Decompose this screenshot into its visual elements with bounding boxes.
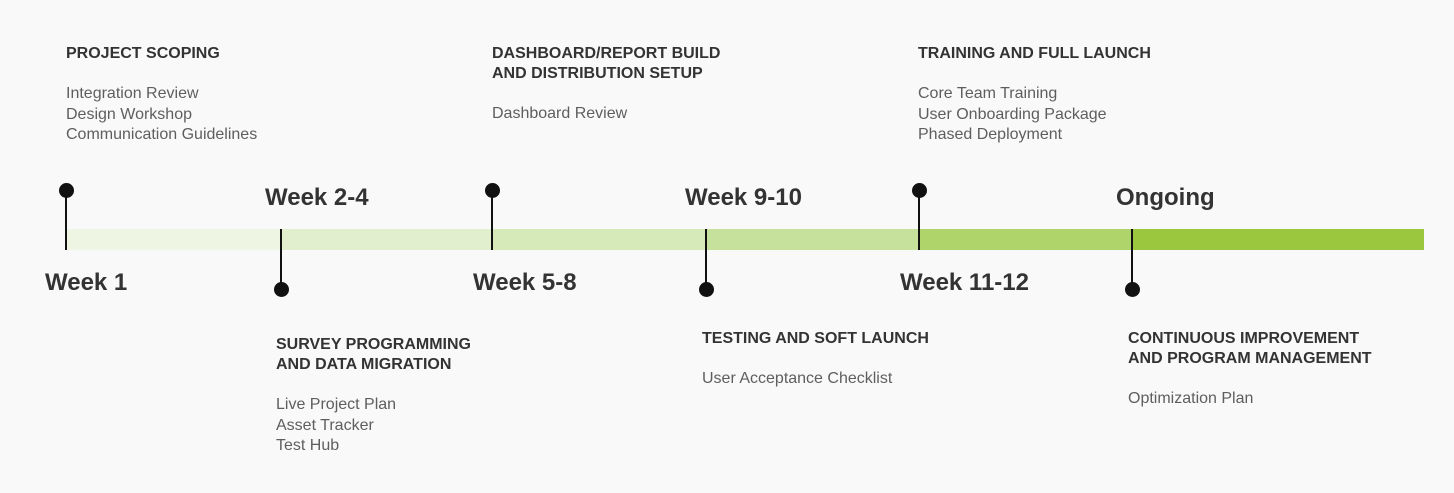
timeline-segment-2: [281, 229, 492, 250]
milestone-1-dot: [59, 183, 74, 198]
deliverable-item: Dashboard Review: [492, 105, 628, 122]
milestone-6-dot: [1125, 282, 1140, 297]
deliverable-item: Design Workshop: [66, 105, 192, 123]
milestone-4-stem: [705, 229, 707, 289]
milestone-2-week: Week 2-4: [265, 184, 369, 211]
milestone-3-phase: DASHBOARD/REPORT BUILD AND DISTRIBUTION …: [492, 44, 912, 125]
milestone-3-stem: [491, 191, 493, 250]
milestone-4-phase: TESTING AND SOFT LAUNCH User Acceptance …: [702, 329, 1122, 390]
deliverable-item: User Onboarding Package: [918, 105, 1107, 123]
timeline-segment-5: [919, 229, 1132, 250]
deliverable-item: Optimization Plan: [1128, 390, 1254, 407]
milestone-3-deliverables: Dashboard Review: [492, 104, 912, 125]
milestone-6-stem: [1131, 229, 1133, 289]
milestone-6-deliverables: Optimization Plan: [1128, 389, 1454, 410]
deliverable-item: User Acceptance Checklist: [702, 370, 893, 387]
milestone-5-week: Week 11-12: [900, 269, 1029, 296]
timeline-segment-6: [1132, 229, 1424, 250]
milestone-1-title: PROJECT SCOPING: [66, 45, 220, 62]
milestone-5-dot: [912, 183, 927, 198]
milestone-4-week: Week 9-10: [685, 184, 802, 211]
milestone-1-week: Week 1: [45, 269, 128, 296]
deliverable-item: Test Hub: [276, 437, 340, 454]
milestone-1-deliverables: Integration Review Design Workshop Commu…: [66, 84, 486, 146]
deliverable-item: Communication Guidelines: [66, 126, 258, 143]
timeline-segment-4: [706, 229, 919, 250]
milestone-2-title: SURVEY PROGRAMMING AND DATA MIGRATION: [276, 336, 471, 373]
deliverable-item: Asset Tracker: [276, 416, 374, 434]
timeline-segment-1: [66, 229, 281, 250]
deliverable-item: Phased Deployment: [918, 126, 1063, 143]
milestone-4-deliverables: User Acceptance Checklist: [702, 369, 1122, 390]
milestone-2-stem: [280, 229, 282, 289]
deliverable-item: Live Project Plan: [276, 396, 397, 413]
milestone-5-deliverables: Core Team Training User Onboarding Packa…: [918, 84, 1338, 146]
milestone-3-title: DASHBOARD/REPORT BUILD AND DISTRIBUTION …: [492, 45, 721, 82]
deliverable-item: Integration Review: [66, 85, 199, 102]
milestone-5-phase: TRAINING AND FULL LAUNCH Core Team Train…: [918, 44, 1338, 146]
milestone-2-phase: SURVEY PROGRAMMING AND DATA MIGRATION Li…: [276, 335, 696, 457]
milestone-6-title: CONTINUOUS IMPROVEMENT AND PROGRAM MANAG…: [1128, 330, 1372, 367]
milestone-3-week: Week 5-8: [473, 269, 577, 296]
timeline-bar: [66, 229, 1424, 250]
timeline-segment-3: [492, 229, 706, 250]
milestone-5-stem: [918, 191, 920, 250]
milestone-6-week: Ongoing: [1116, 184, 1215, 211]
milestone-3-dot: [485, 183, 500, 198]
milestone-2-deliverables: Live Project Plan Asset Tracker Test Hub: [276, 395, 696, 457]
milestone-5-title: TRAINING AND FULL LAUNCH: [918, 45, 1151, 62]
deliverable-item: Core Team Training: [918, 85, 1058, 102]
milestone-4-dot: [699, 282, 714, 297]
milestone-2-dot: [274, 282, 289, 297]
milestone-4-title: TESTING AND SOFT LAUNCH: [702, 330, 929, 347]
milestone-6-phase: CONTINUOUS IMPROVEMENT AND PROGRAM MANAG…: [1128, 329, 1454, 410]
milestone-1-phase: PROJECT SCOPING Integration Review Desig…: [66, 44, 486, 146]
milestone-1-stem: [65, 191, 67, 250]
